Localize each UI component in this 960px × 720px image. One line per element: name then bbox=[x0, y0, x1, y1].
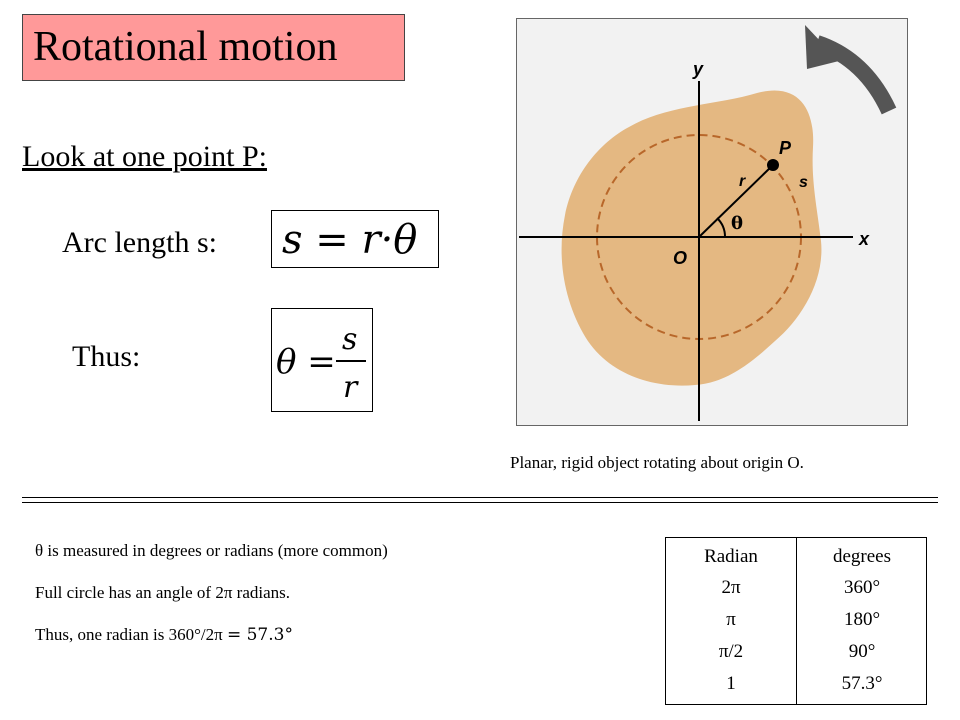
note-full-circle: Full circle has an angle of 2π radians. bbox=[35, 583, 290, 602]
table-cell-degrees: 57.3° bbox=[841, 673, 883, 694]
x-axis-label: x bbox=[858, 229, 870, 249]
table-cell-radian: 1 bbox=[726, 673, 736, 694]
origin-label: O bbox=[673, 248, 687, 268]
radius-label: r bbox=[739, 173, 746, 190]
arc-length-label: Arc length s: bbox=[62, 226, 217, 259]
note-theta-measure: θ is measured in degrees or radians (mor… bbox=[35, 541, 388, 561]
table-header-degrees: degrees bbox=[832, 546, 892, 567]
figure-caption: Planar, rigid object rotating about orig… bbox=[510, 453, 804, 472]
table-cell-radian: π/2 bbox=[718, 641, 744, 662]
table-cell-degrees: 90° bbox=[848, 641, 876, 662]
divider-line bbox=[22, 497, 938, 498]
table-cell-degrees: 180° bbox=[843, 609, 881, 630]
angle-arc bbox=[716, 217, 727, 238]
divider-line-2 bbox=[22, 502, 938, 503]
point-p bbox=[767, 159, 779, 171]
theta-equation: θ = s r bbox=[271, 308, 373, 412]
arc-length-equation: s = r·θ bbox=[271, 210, 439, 268]
theta-symbol: θ bbox=[35, 541, 44, 560]
thus-label: Thus: bbox=[72, 340, 141, 373]
arc-length-formula: s = r·θ bbox=[282, 217, 417, 263]
rigid-body bbox=[561, 90, 822, 386]
angle-label: θ bbox=[731, 213, 743, 234]
rotation-figure: x y O P r s θ bbox=[516, 18, 908, 426]
table-cell-radian: π bbox=[726, 609, 736, 630]
note-one-radian-value: = 57.3° bbox=[226, 625, 293, 645]
table-cell-radian: 2π bbox=[721, 577, 741, 598]
point-label: P bbox=[779, 138, 792, 158]
table-header-radian: Radian bbox=[704, 546, 758, 567]
title-box: Rotational motion bbox=[22, 14, 405, 81]
rotation-arrow-shaft bbox=[814, 35, 897, 115]
note-one-radian-text: Thus, one radian is 360°/2π bbox=[35, 625, 227, 644]
subheading: Look at one point P: bbox=[22, 140, 267, 173]
rotation-arrow-head bbox=[805, 25, 839, 69]
note-one-radian: Thus, one radian is 360°/2π = 57.3° bbox=[35, 625, 293, 645]
table-cell-degrees: 360° bbox=[843, 577, 881, 598]
y-axis-label: y bbox=[692, 59, 704, 79]
page-title: Rotational motion bbox=[33, 24, 338, 70]
theta-lhs: θ = bbox=[276, 342, 336, 382]
note-text: is measured in degrees or radians (more … bbox=[43, 541, 388, 560]
radius-line bbox=[698, 164, 774, 238]
arc-length-equation-svg: s = r·θ bbox=[282, 217, 417, 263]
arc-label: s bbox=[799, 174, 808, 191]
theta-numerator: s bbox=[342, 322, 357, 357]
table-divider bbox=[796, 537, 797, 705]
theta-denominator: r bbox=[343, 370, 359, 405]
theta-equation-svg: θ = s r bbox=[276, 322, 366, 405]
rotation-figure-svg: x y O P r s θ bbox=[519, 25, 897, 421]
